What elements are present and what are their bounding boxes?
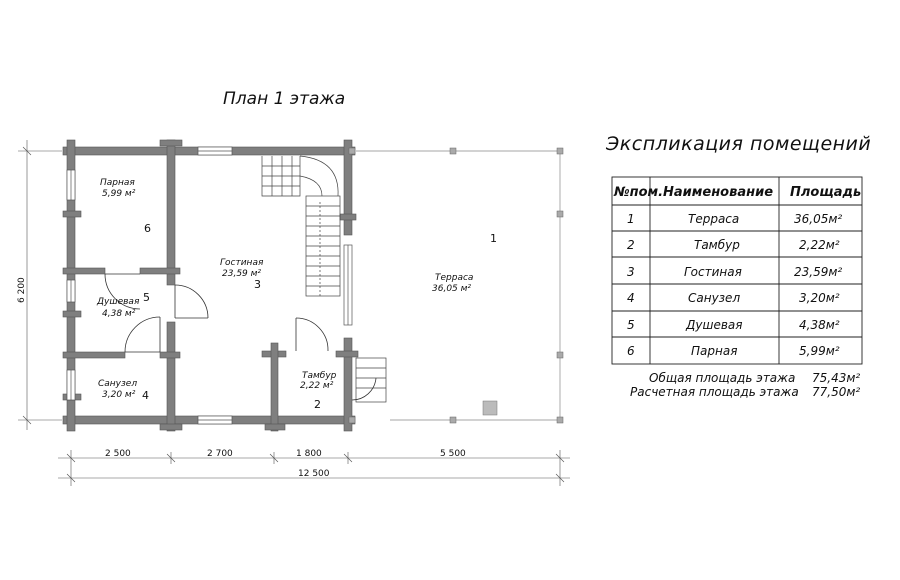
total-value: 75,43м² xyxy=(812,371,860,385)
room-name-gostinaya: Гостиная xyxy=(220,258,264,268)
row-name: Гостиная xyxy=(684,265,742,279)
room-name-dushevaya: Душевая xyxy=(96,297,140,307)
room-area-terrasa: 36,05 м² xyxy=(432,284,471,294)
dimension-lines xyxy=(18,140,570,486)
th-area: Площадь xyxy=(790,185,861,200)
calc-total-label: Расчетная площадь этажа xyxy=(630,385,799,399)
row-name: Санузел xyxy=(688,291,740,305)
row-area: 23,59м² xyxy=(794,265,842,279)
doors xyxy=(104,273,377,401)
row-name: Тамбур xyxy=(694,238,740,252)
room-num-gostinaya: 3 xyxy=(254,278,261,291)
room-area-sanuzel: 3,20 м² xyxy=(102,390,136,400)
terrace-outline xyxy=(356,150,561,421)
room-name-tambur: Тамбур xyxy=(302,371,337,381)
row-num: 3 xyxy=(627,265,635,279)
row-name: Терраса xyxy=(688,212,739,226)
row-name: Парная xyxy=(691,344,737,358)
explication-totals: Общая площадь этажа 75,43м² Расчетная пл… xyxy=(630,371,860,399)
row-num: 2 xyxy=(627,238,635,252)
row-num: 6 xyxy=(627,344,635,358)
room-name-terrasa: Терраса xyxy=(435,273,473,283)
row-num: 4 xyxy=(627,291,635,305)
explication-title: Экспликация помещений xyxy=(605,133,871,155)
room-num-sanuzel: 4 xyxy=(142,389,149,402)
th-num: №пом. xyxy=(613,185,663,200)
dim-1800: 1 800 xyxy=(296,449,322,459)
room-num-tambur: 2 xyxy=(314,398,321,411)
windows xyxy=(66,146,353,425)
room-num-dushevaya: 5 xyxy=(143,291,150,304)
dim-5500: 5 500 xyxy=(440,449,466,459)
room-num-terrasa: 1 xyxy=(490,232,497,245)
row-area: 36,05м² xyxy=(794,212,842,226)
row-num: 1 xyxy=(627,212,635,226)
dim-total: 12 500 xyxy=(298,469,330,479)
total-label: Общая площадь этажа xyxy=(649,371,795,385)
room-name-parnaya: Парная xyxy=(100,178,135,188)
dim-2700: 2 700 xyxy=(207,449,233,459)
plan-title: План 1 этажа xyxy=(223,89,345,109)
terrace-posts xyxy=(348,147,564,424)
calc-total-value: 77,50м² xyxy=(812,385,860,399)
th-name: Наименование xyxy=(663,185,773,200)
explication-header: №пом. Наименование Площадь xyxy=(613,185,861,200)
room-area-parnaya: 5,99 м² xyxy=(102,189,136,199)
staircase xyxy=(261,155,387,403)
room-num-parnaya: 6 xyxy=(144,222,151,235)
room-area-dushevaya: 4,38 м² xyxy=(102,309,136,319)
dim-height: 6 200 xyxy=(17,277,27,303)
dimension-labels: 2 500 2 700 1 800 5 500 12 500 6 200 xyxy=(17,277,466,479)
row-area: 3,20м² xyxy=(799,291,840,305)
row-num: 5 xyxy=(627,318,635,332)
room-labels: Парная 5,99 м² 6 Гостиная 23,59 м² 3 Душ… xyxy=(96,178,497,411)
row-area: 5,99м² xyxy=(799,344,840,358)
dim-2500: 2 500 xyxy=(105,449,131,459)
row-area: 2,22м² xyxy=(799,238,840,252)
explication-grid xyxy=(611,176,863,365)
terrace-stove xyxy=(482,400,498,416)
row-name: Душевая xyxy=(685,318,742,332)
room-name-sanuzel: Санузел xyxy=(98,379,137,389)
explication-rows: 1 Терраса 36,05м² 2 Тамбур 2,22м² 3 Гост… xyxy=(627,212,842,358)
row-area: 4,38м² xyxy=(799,318,840,332)
room-area-gostinaya: 23,59 м² xyxy=(222,269,261,279)
room-area-tambur: 2,22 м² xyxy=(300,381,334,391)
